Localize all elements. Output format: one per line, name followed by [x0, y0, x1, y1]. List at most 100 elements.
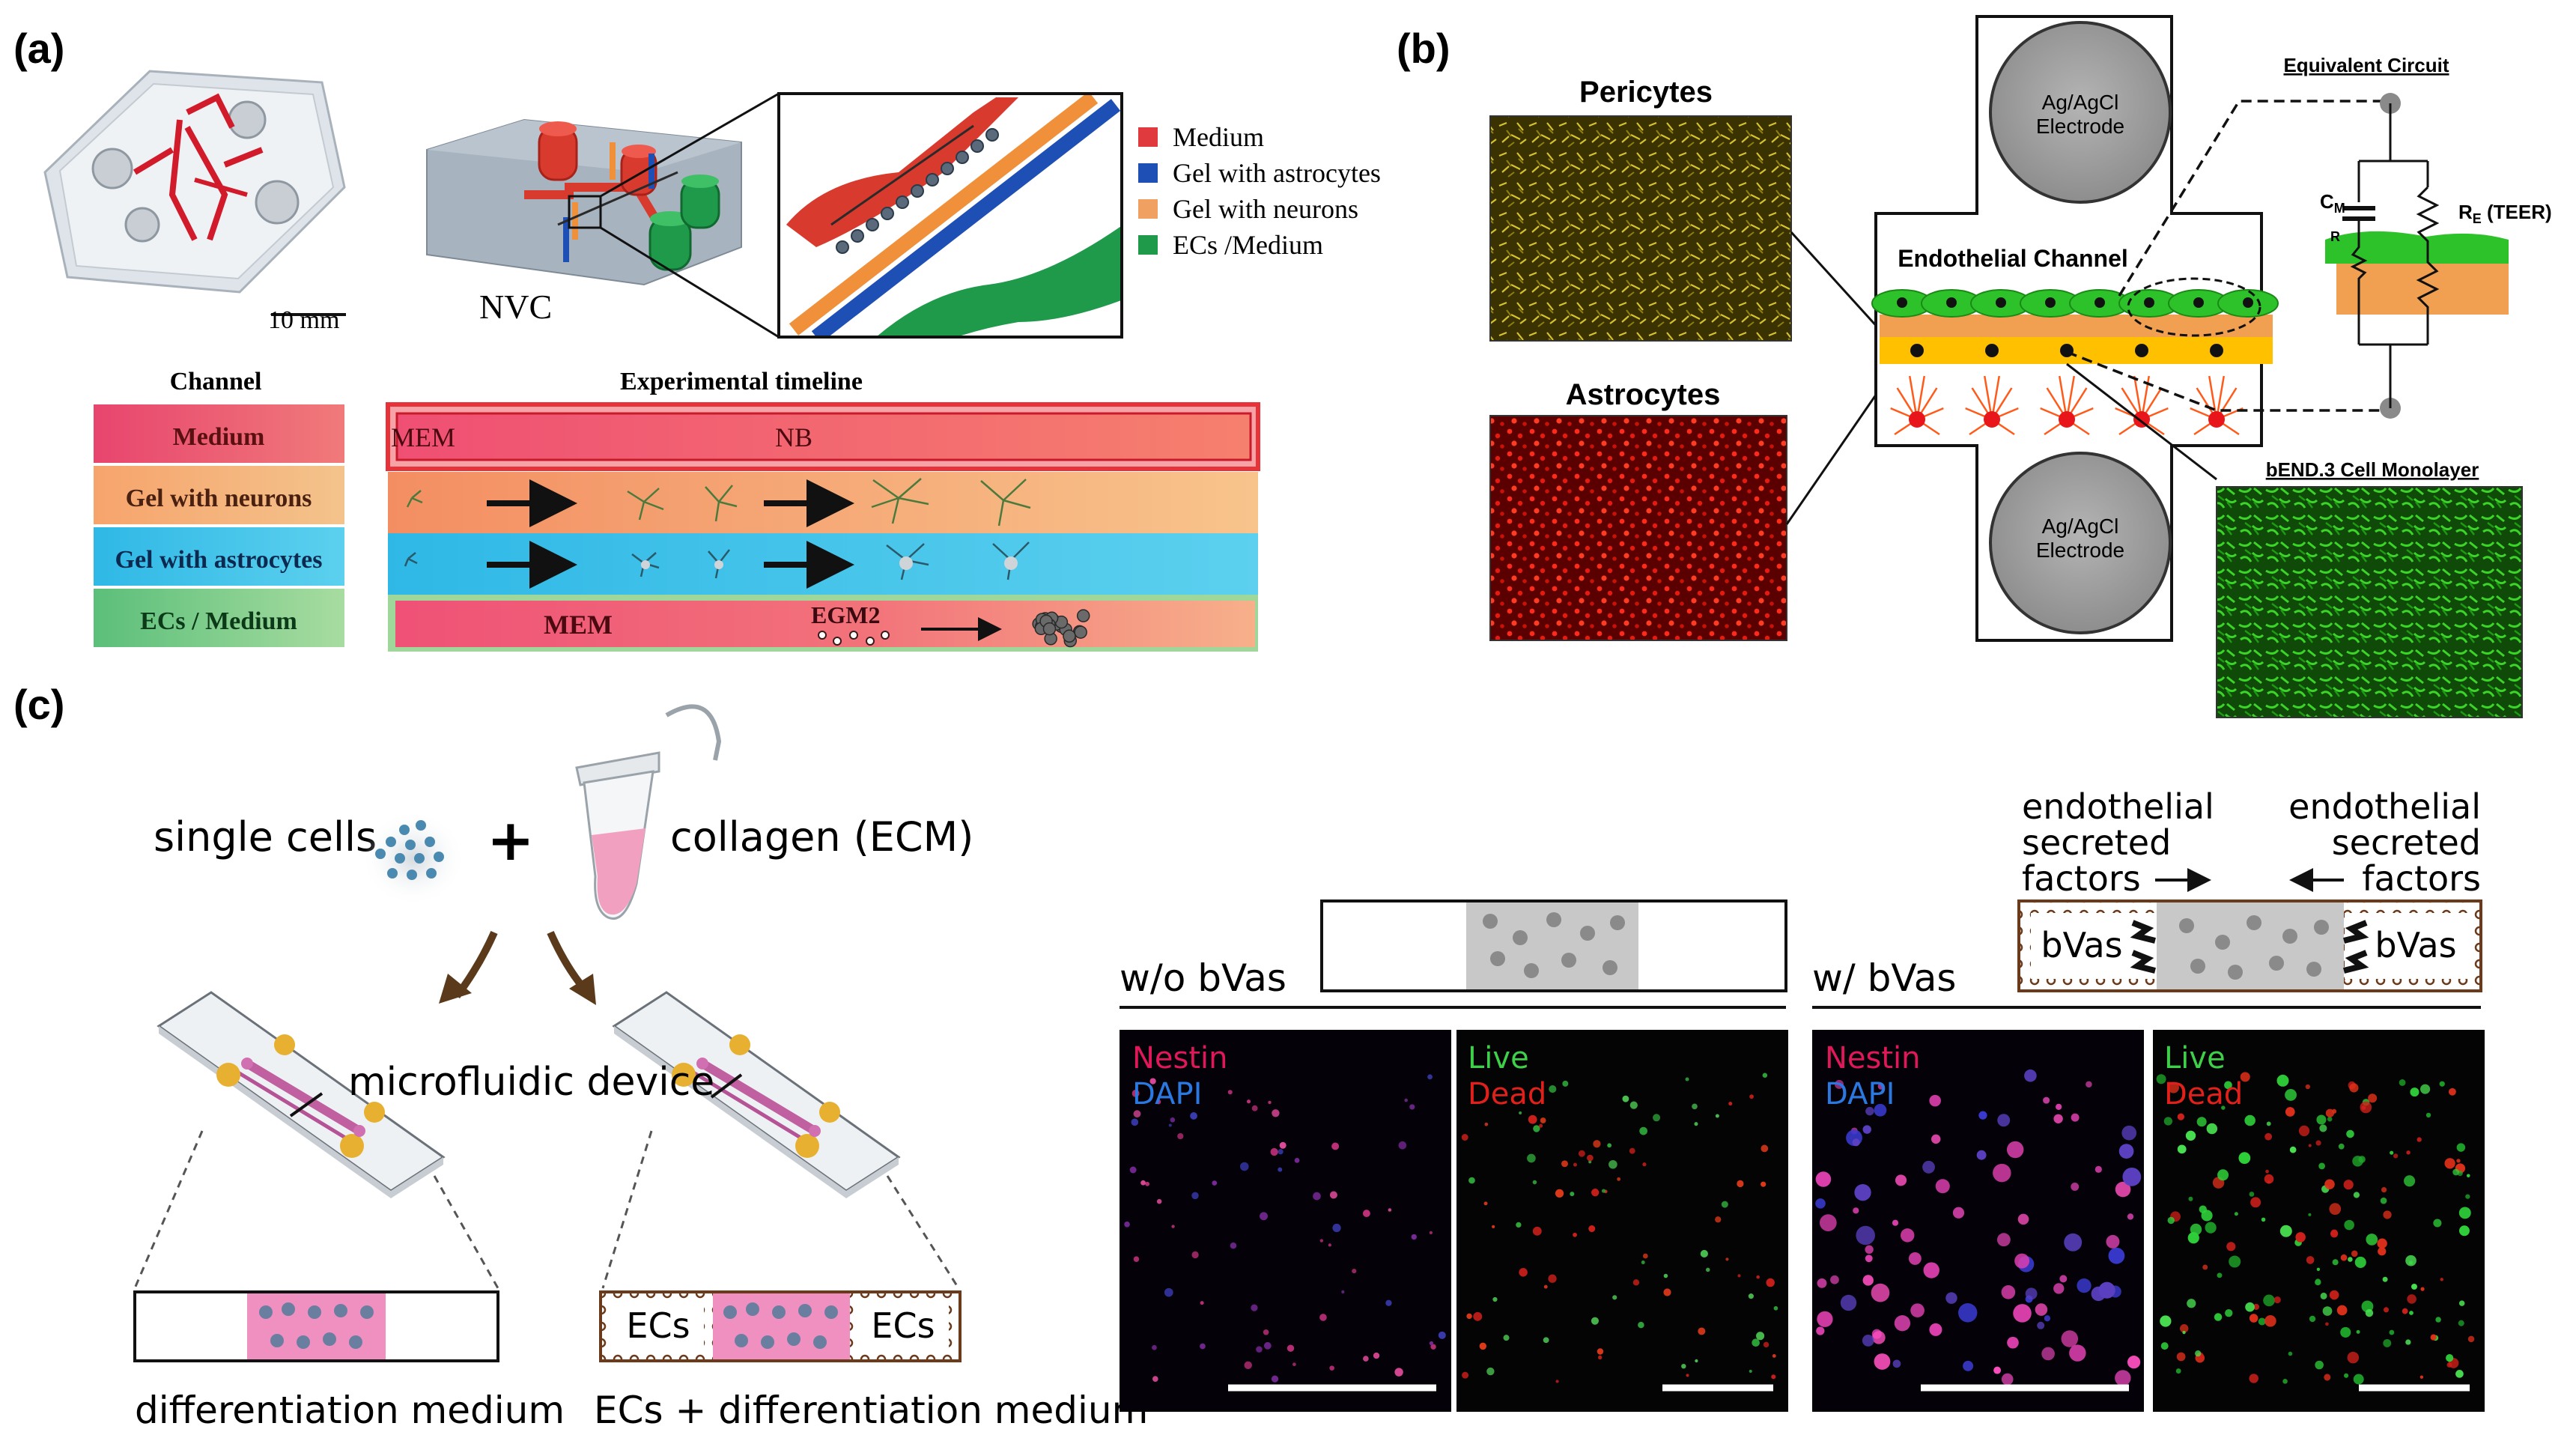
electrode-bottom-line1: Ag/AgCl — [2042, 515, 2119, 538]
electrode-bottom — [1989, 452, 2172, 634]
cell-drop — [361, 810, 466, 906]
panel-c-label: (c) — [13, 681, 64, 728]
legend-swatch-neurons — [1138, 199, 1158, 219]
dash-right-1 — [601, 1130, 653, 1289]
image-wo-nestin: Nestin DAPI — [1120, 1030, 1451, 1412]
secreted-left-2: secreted — [2022, 822, 2171, 863]
ecs-differentiation-medium-label: ECs + differentiation medium — [594, 1389, 1148, 1432]
r-label: R — [2330, 229, 2340, 244]
dash-left-1 — [133, 1130, 204, 1289]
secretion-arrows-right — [2343, 920, 2369, 974]
monolayer-label: bEND.3 Cell Monolayer — [2266, 458, 2479, 481]
microfluidic-device-right — [612, 991, 901, 1198]
secreted-factors-right: endothelial secreted factors — [2288, 786, 2481, 899]
legend-swatch-astrocytes — [1138, 163, 1158, 183]
channel-medium: Medium — [173, 423, 265, 451]
cm-label: CM — [2320, 190, 2345, 216]
monolayer-pointer — [2066, 362, 2217, 481]
electrode-top — [1989, 21, 2172, 204]
ecs-label-right: ECs — [871, 1305, 935, 1346]
electrode-top-line1: Ag/AgCl — [2042, 91, 2119, 114]
timeline-mem-bottom: MEM — [544, 610, 613, 640]
image-wo-livedead: Live Dead — [1456, 1030, 1788, 1412]
image-w-nestin: Nestin DAPI — [1812, 1030, 2144, 1412]
legend-swatch-ecs — [1138, 235, 1158, 255]
scale-bar-label: 10 mm — [268, 306, 339, 334]
ec-spheroid — [1032, 609, 1090, 648]
neuron-drawings — [406, 478, 1031, 527]
secreted-left-3: factors — [2022, 858, 2141, 899]
pericytes-image — [1489, 115, 1792, 342]
channel-ecs-medium: ECs / Medium — [140, 607, 297, 635]
endothelial-cells — [1871, 289, 2279, 318]
timeline-mem-top: MEM — [391, 422, 455, 452]
w-live-label: Live — [2164, 1041, 2226, 1076]
astrocyte-cells — [641, 556, 1018, 570]
panel-b-label: (b) — [1397, 25, 1450, 72]
pericyte-pointer — [1790, 231, 1881, 331]
dash-right-2 — [886, 1175, 960, 1289]
electrode-top-line2: Electrode — [2036, 115, 2124, 138]
secretion-arrows-left — [2130, 920, 2156, 974]
secreted-factors-left: endothelial secreted factors — [2022, 786, 2214, 899]
legend-gel-astrocytes: Gel with astrocytes — [1173, 158, 1381, 188]
pericytes-label: Pericytes — [1579, 76, 1713, 109]
egm2-dots — [818, 631, 890, 646]
pericyte-layer — [1880, 337, 2273, 364]
w-bvas-cells — [2179, 915, 2329, 980]
collagen-label: collagen (ECM) — [670, 813, 973, 861]
ecs-label-left: ECs — [626, 1305, 690, 1346]
re-label: RE (TEER) — [2458, 201, 2552, 226]
timeline-egm2: EGM2 — [811, 601, 880, 628]
w-dead-label: Dead — [2164, 1077, 2243, 1111]
bvas-label-right: bVas — [2375, 925, 2456, 965]
microfluidic-device-left — [157, 991, 446, 1198]
circuit-dash-top — [2118, 100, 2390, 297]
astrocyte-pointer — [1785, 389, 1881, 525]
teer-chip: Ag/AgCl Electrode Ag/AgCl Electrode Endo… — [1871, 15, 2390, 642]
astrocyte-cells-b — [1890, 375, 2244, 436]
zoom-inset — [777, 92, 1123, 339]
endothelial-channel-label: Endothelial Channel — [1898, 245, 2128, 272]
electrode-bottom-line2: Electrode — [2036, 539, 2124, 562]
astrocytes-label: Astrocytes — [1566, 378, 1721, 411]
legend-swatch-medium — [1138, 127, 1158, 147]
wo-nestin-label: Nestin — [1132, 1041, 1228, 1076]
microfluidic-device-label: microfluidic device — [348, 1060, 714, 1105]
w-dapi-label: DAPI — [1825, 1077, 1895, 1111]
membrane-layer — [1880, 315, 2273, 337]
astrocytes-image — [1489, 415, 1787, 641]
panel-a: (a) 10 mm — [13, 25, 1381, 652]
inset-pillars — [836, 128, 999, 254]
legend-ecs-medium: ECs /Medium — [1173, 230, 1323, 260]
single-cells-dots — [375, 820, 444, 880]
wo-nestin-dots — [1124, 1074, 1446, 1383]
zoom-line-bottom — [600, 226, 780, 339]
collagen-tube — [575, 704, 722, 920]
image-w-livedead: Live Dead — [2153, 1030, 2485, 1412]
dash-left-2 — [433, 1175, 499, 1289]
timeline-nb: NB — [775, 422, 812, 452]
w-nestin-dots — [1815, 1069, 2142, 1386]
secreted-right-2: secreted — [2332, 822, 2481, 863]
legend-a: Medium Gel with astrocytes Gel with neur… — [1138, 122, 1381, 260]
cross-section-right: ECs ECs — [599, 1290, 962, 1362]
w-nestin-label: Nestin — [1825, 1041, 1921, 1076]
wo-dapi-label: DAPI — [1132, 1077, 1202, 1111]
channel-gel-neurons: Gel with neurons — [126, 485, 312, 512]
channel-gel-astrocytes: Gel with astrocytes — [115, 546, 323, 574]
circuit-dash-bottom — [2066, 351, 2390, 412]
w-bvas-label: w/ bVas — [1812, 956, 1956, 1000]
experimental-timeline: MEM NB MEM EGM2 — [386, 402, 1260, 652]
wo-dead-label: Dead — [1468, 1077, 1546, 1111]
device-photo — [43, 70, 346, 294]
equivalent-circuit-label: Equivalent Circuit — [2283, 54, 2449, 76]
differentiation-medium-label: differentiation medium — [135, 1389, 565, 1432]
monolayer-image — [2216, 486, 2523, 718]
wo-bvas-schematic — [1320, 899, 1787, 992]
panel-a-label: (a) — [13, 25, 64, 72]
panel-b: (b) Pericytes Astrocytes Ag/AgCl Electro… — [1397, 15, 2552, 718]
w-livedead-dots — [2156, 1072, 2475, 1385]
channel-column: Medium Gel with neurons Gel with astrocy… — [94, 404, 344, 647]
